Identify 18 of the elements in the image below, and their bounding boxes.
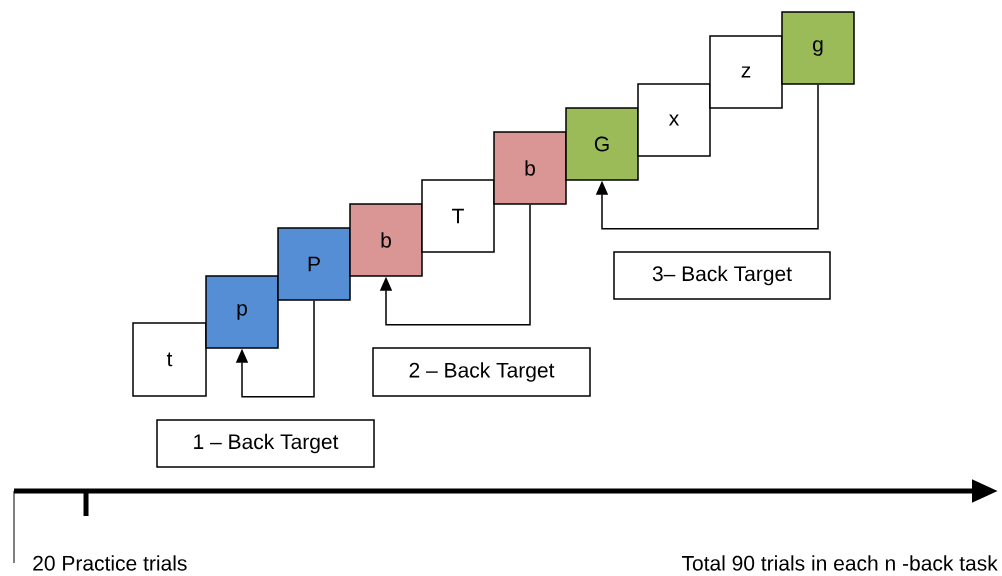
letter-box: T xyxy=(421,179,495,253)
label-box: 3– Back Target xyxy=(613,251,831,300)
letter-box: P xyxy=(277,227,351,301)
letter-box: p xyxy=(205,275,279,349)
letter-box: g xyxy=(781,11,855,85)
label-box: 1 – Back Target xyxy=(156,419,375,468)
letter-box: z xyxy=(709,35,783,109)
letter-box: b xyxy=(493,131,567,205)
arrow xyxy=(235,300,315,398)
arrow xyxy=(595,84,819,230)
letter-box: G xyxy=(565,107,639,181)
letter-box: x xyxy=(637,83,711,157)
letter-box: b xyxy=(349,203,423,277)
arrow xyxy=(379,204,531,326)
label-box: 2 – Back Target xyxy=(372,347,591,397)
axis-label: 20 Practice trials xyxy=(33,555,187,571)
letter-box: t xyxy=(132,322,207,397)
axis-label: Total 90 trials in each n -back task xyxy=(681,555,998,571)
